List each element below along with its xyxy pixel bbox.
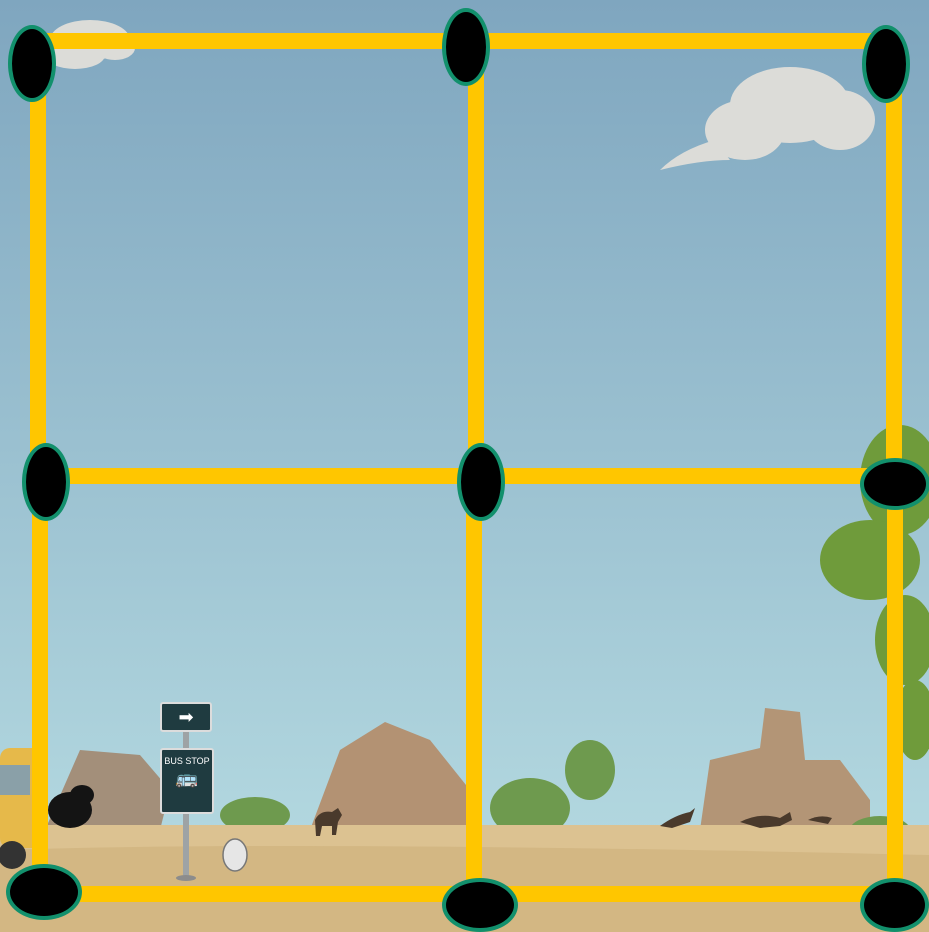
node-top-left[interactable] xyxy=(8,25,56,102)
stick-top-left[interactable] xyxy=(32,33,466,49)
small-robot xyxy=(223,839,247,871)
node-bottom-right[interactable] xyxy=(860,878,929,932)
stick-right-upper[interactable] xyxy=(886,63,902,483)
stick-middle-left[interactable] xyxy=(46,468,480,484)
node-middle-right[interactable] xyxy=(860,458,929,510)
node-top-center[interactable] xyxy=(442,8,490,86)
arrow-sign: ➡ xyxy=(160,702,212,732)
stick-bottom-left[interactable] xyxy=(44,886,479,902)
node-middle-center[interactable] xyxy=(457,443,505,521)
stick-bottom-right[interactable] xyxy=(479,886,894,902)
node-bottom-center[interactable] xyxy=(442,878,518,932)
stick-center-lower[interactable] xyxy=(466,482,482,892)
node-middle-left[interactable] xyxy=(22,443,70,521)
stick-top-right[interactable] xyxy=(466,33,886,49)
stick-right-lower[interactable] xyxy=(887,484,903,896)
bus-icon: 🚌 xyxy=(162,768,212,789)
bus-stop-sign: BUS STOP 🚌 xyxy=(160,748,214,814)
stick-middle-right[interactable] xyxy=(480,468,895,484)
stick-center-upper[interactable] xyxy=(468,46,484,482)
node-bottom-left[interactable] xyxy=(6,864,82,920)
stick-left-upper[interactable] xyxy=(30,64,46,469)
bus-stop-label: BUS STOP xyxy=(162,756,212,766)
stick-left-lower[interactable] xyxy=(32,484,48,894)
node-top-right[interactable] xyxy=(862,25,910,103)
